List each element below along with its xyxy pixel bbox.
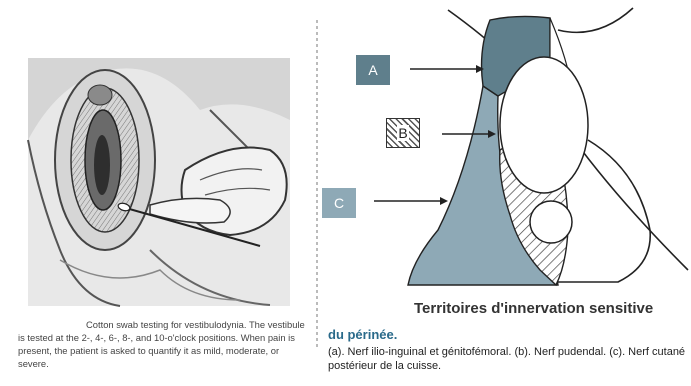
label-c-text: C <box>334 195 344 211</box>
label-b-text: B <box>397 125 408 141</box>
innervation-diagram-panel: A B C Territoires d'innervation sensitiv… <box>318 0 691 386</box>
innervation-diagram <box>318 0 691 300</box>
label-a: A <box>356 55 390 85</box>
label-c: C <box>322 188 356 218</box>
cotton-swab-illustration <box>0 0 318 320</box>
illustration-panel: Cotton swab testing for vestibulodynia. … <box>0 0 318 386</box>
illustration-caption: Cotton swab testing for vestibulodynia. … <box>18 318 308 370</box>
label-a-text: A <box>368 62 377 78</box>
diagram-caption: (a). Nerf ilio-inguinal et génitofémoral… <box>328 345 690 373</box>
large-oval <box>500 57 588 193</box>
label-b: B <box>386 118 420 148</box>
diagram-title: Territoires d'innervation sensitive <box>414 300 653 317</box>
small-circle <box>530 201 572 243</box>
diagram-subtitle: du périnée. <box>328 327 397 342</box>
